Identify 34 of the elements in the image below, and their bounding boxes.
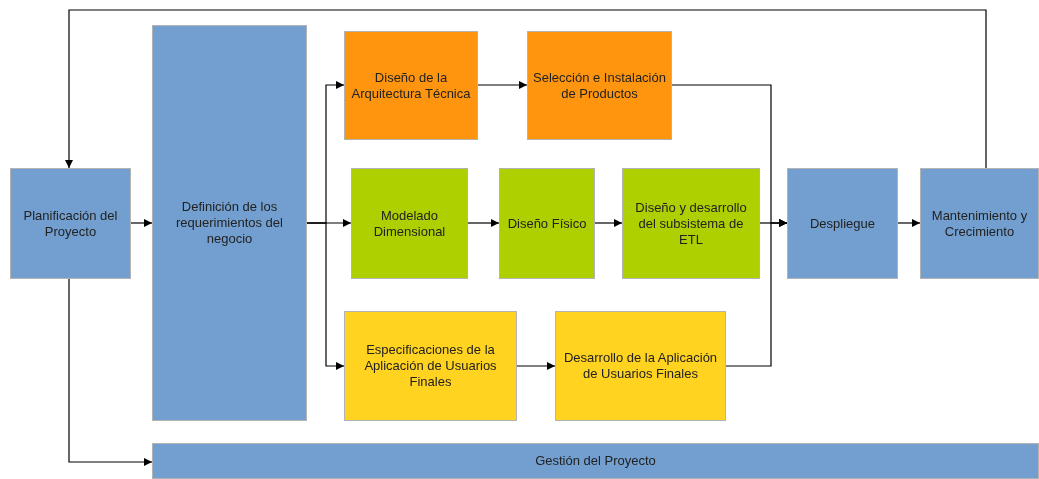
management-bar [152,443,1039,479]
box-label: Definición de los requerimientos del negocio [175,199,284,247]
arrow [306,222,345,370]
box-label: Desarrollo de la Aplicación de Usuarios Finales [562,350,719,382]
arrow [467,219,500,227]
arrow [65,9,987,169]
process-box [787,168,898,279]
arrow [477,81,528,89]
box-label: Modelado Dimensional [372,207,447,240]
process-box [344,311,517,421]
arrow [594,219,623,227]
process-box [351,168,468,279]
process-box [920,168,1039,279]
box-label: Especificaciones de la Aplicación de Usuarios Finales [363,342,498,390]
arrow [725,219,788,367]
process-box [344,31,478,140]
process-box [152,25,307,421]
process-box [499,168,595,279]
arrow [897,219,921,227]
box-label: Planificación del Proyecto [22,207,119,240]
arrow [68,278,153,466]
process-box [527,31,672,140]
process-box [622,168,760,279]
box-label: Selección e Instalación de Productos [532,69,667,102]
arrow [516,362,556,370]
box-label: Diseño y desarrollo del subsistema de ETL [634,199,748,248]
box-label: Despliegue [808,215,876,232]
arrow [130,219,153,227]
process-box [555,311,726,421]
box-label: Diseño de la Arquitectura Técnica [350,69,472,102]
box-label: Gestión del Proyecto [534,453,657,469]
box-label: Diseño Físico [506,215,588,232]
box-label: Mantenimiento y Crecimiento [930,207,1029,240]
process-box [10,168,131,279]
